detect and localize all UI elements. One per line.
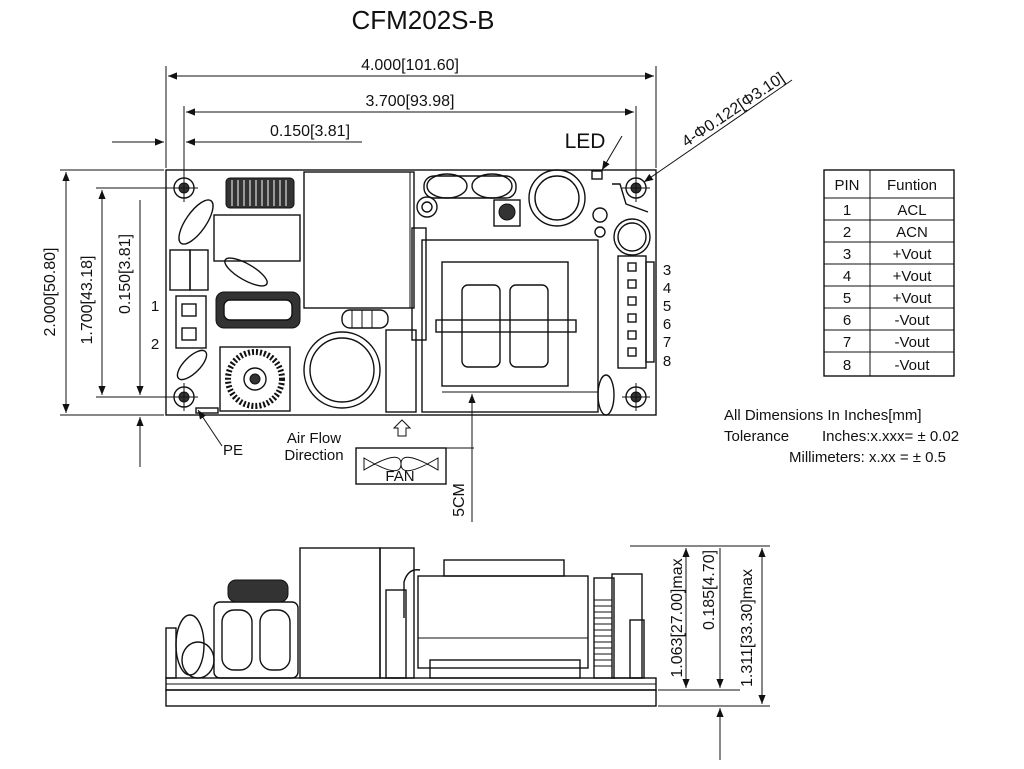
mount-hole-callout: 4-Φ0.122[Φ3.10] [679, 70, 788, 151]
side-dimensions: 1.063[27.00]max 0.185[4.70] 1.311[33.30]… [630, 545, 770, 760]
pin-table: PIN Funtion 1 ACL 2 ACN 3 +Vout 4 +Vout … [823, 169, 955, 377]
fan-distance-label: 5CM [451, 483, 468, 517]
pin-table-cell: 5 [843, 290, 851, 307]
dim-component-height: 1.063[27.00]max [669, 558, 686, 677]
note-tolerance-label: Tolerance [724, 428, 789, 445]
output-pin-5-label: 5 [663, 298, 671, 315]
output-connector [617, 255, 647, 369]
led-label: LED [565, 130, 606, 153]
pin-table-cell: -Vout [894, 357, 930, 374]
dim-hole-offset-x: 0.150[3.81] [270, 123, 350, 140]
dim-overall-height: 2.000[50.80] [42, 248, 59, 337]
led-indicator [591, 170, 603, 180]
fuse-component [178, 199, 214, 245]
top-view: 1 2 [151, 169, 671, 416]
mount-hole-bottom-right [622, 383, 650, 411]
airflow-label-line1: Air Flow [287, 430, 341, 447]
pe-label: PE [223, 442, 243, 459]
pin-table-cell: ACN [896, 224, 928, 241]
note-line-1: All Dimensions In Inches[mm] [724, 407, 922, 424]
input-pin-1-label: 1 [151, 298, 159, 315]
fan-label: FAN [385, 468, 414, 485]
pin-table-header-function: Funtion [887, 177, 937, 194]
resistor-component [341, 309, 389, 329]
pin-table-header-pin: PIN [834, 177, 859, 194]
mount-hole-bottom-left [170, 383, 198, 411]
note-tolerance-inches: Inches:x.xxx= ± 0.02 [822, 428, 959, 445]
dim-hole-span-height: 1.700[43.18] [79, 256, 96, 345]
input-connector [175, 295, 207, 349]
pin-table-cell: -Vout [894, 334, 930, 351]
potentiometer [493, 199, 521, 227]
choke-top [225, 177, 295, 209]
pe-terminal [195, 407, 219, 414]
pin-table-cell: +Vout [893, 290, 933, 307]
input-block-b [189, 249, 209, 291]
dim-hole-offset-y: 0.150[3.81] [117, 234, 134, 314]
pin-table-cell: +Vout [893, 268, 933, 285]
output-pin-7-label: 7 [663, 334, 671, 351]
electrolytic-capacitor-2 [528, 169, 586, 227]
side-transformer [417, 575, 589, 669]
output-pin-3-label: 3 [663, 262, 671, 279]
pin-table-cell: -Vout [894, 312, 930, 329]
pin-table-cell: 7 [843, 334, 851, 351]
bulk-capacitor-box [303, 171, 415, 309]
dim-hole-span-width: 3.700[93.98] [366, 93, 455, 110]
transformer-outline [421, 239, 599, 413]
dimension-notes: All Dimensions In Inches[mm] Tolerance I… [724, 407, 959, 466]
electrolytic-capacitor-1 [303, 331, 381, 409]
dim-overall-width: 4.000[101.60] [361, 57, 459, 74]
pin-table-cell: 2 [843, 224, 851, 241]
side-bulk-capacitor [299, 547, 381, 679]
pin-table-cell: 3 [843, 246, 851, 263]
input-pin-2-label: 2 [151, 336, 159, 353]
pin-table-cell: 1 [843, 202, 851, 219]
pin-table-cell: 4 [843, 268, 851, 285]
output-pin-6-label: 6 [663, 316, 671, 333]
mount-hole-top-right [622, 174, 650, 202]
airflow-fan-group: Air Flow Direction FAN 5CM [284, 394, 476, 522]
pin-table-cell: ACL [897, 202, 926, 219]
board-outline [165, 169, 657, 416]
input-block-a [169, 249, 191, 291]
fan-icon [363, 456, 439, 472]
mount-hole-top-left [170, 174, 198, 202]
note-tolerance-mm: Millimeters: x.xx = ± 0.5 [789, 449, 946, 466]
side-view [165, 547, 657, 707]
toroid-base [219, 346, 291, 412]
x-capacitor [213, 214, 301, 262]
thermistor-component [176, 349, 208, 381]
heatsink-strip [385, 329, 417, 413]
varistor-component [224, 257, 268, 287]
dim-total-height: 1.311[33.30]max [739, 569, 756, 687]
airflow-arrow-icon [392, 419, 412, 437]
top-dimensions: 4.000[101.60] 3.700[93.98] 0.150[3.81] 2… [42, 57, 793, 467]
pin-table-cell: 6 [843, 312, 851, 329]
fan-box [355, 447, 447, 485]
pin-table-cell: +Vout [893, 246, 933, 263]
drawing-title: CFM202S-B [351, 5, 494, 35]
pin-table-cell: 8 [843, 357, 851, 374]
output-pin-8-label: 8 [663, 353, 671, 370]
dim-pin-length: 0.185[4.70] [701, 550, 718, 630]
airflow-label-line2: Direction [284, 447, 343, 464]
output-pin-4-label: 4 [663, 280, 671, 297]
